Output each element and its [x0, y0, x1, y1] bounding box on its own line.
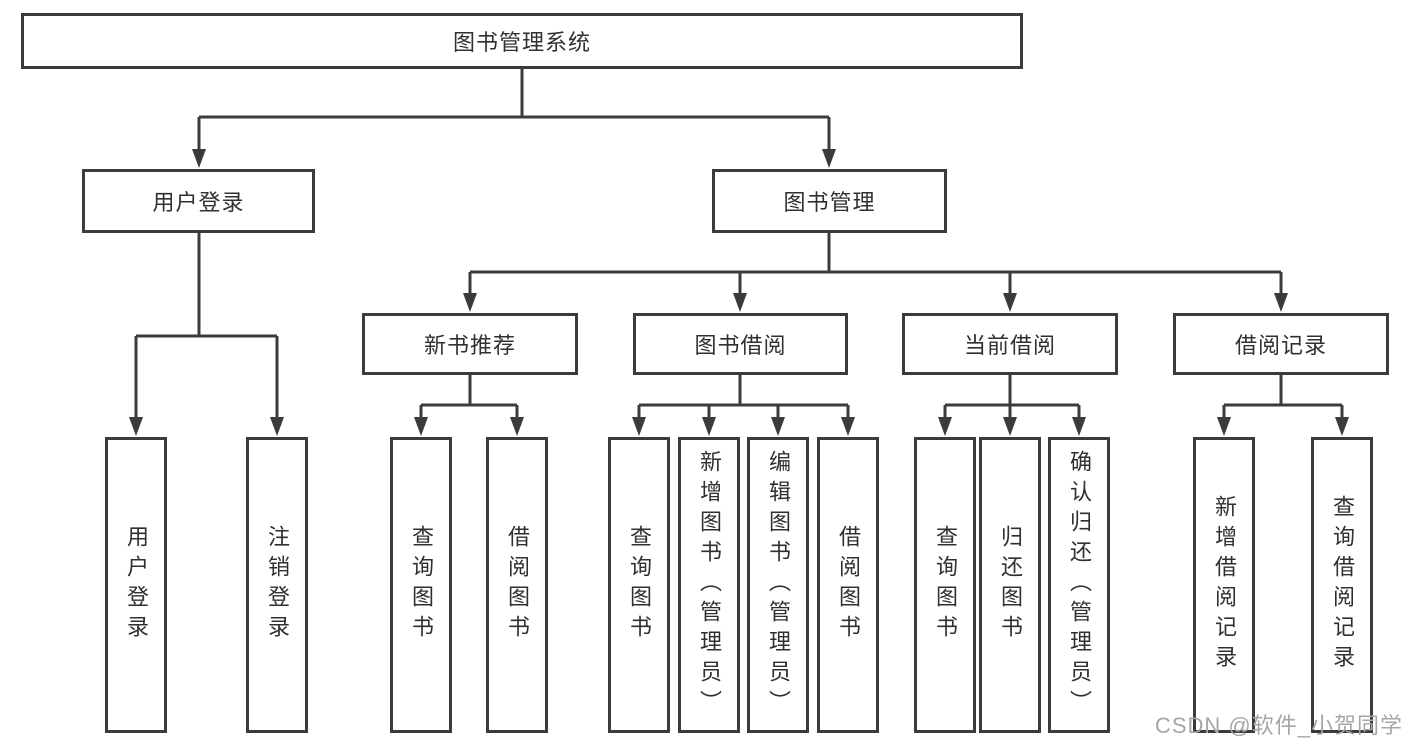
arrowheads: [129, 149, 1349, 436]
node-label: 图书借阅: [694, 333, 787, 358]
leaf-label: 新增图书（管理员）: [697, 450, 722, 720]
node-label: 当前借阅: [963, 333, 1056, 358]
leaf-query-books: 查询图书: [390, 437, 452, 733]
node-user-login: 用户登录: [82, 169, 315, 233]
leaf-label: 查询图书: [933, 525, 958, 645]
node-new-book-recommendation: 新书推荐: [362, 313, 578, 375]
leaf-label: 借阅图书: [505, 525, 530, 645]
leaf-user-login: 用户登录: [105, 437, 167, 733]
leaf-query-books: 查询图书: [914, 437, 976, 733]
leaf-add-borrow-record: 新增借阅记录: [1193, 437, 1255, 733]
leaf-logout: 注销登录: [246, 437, 308, 733]
node-label: 图书管理: [783, 190, 876, 215]
leaf-edit-book-admin: 编辑图书（管理员）: [747, 437, 809, 733]
node-current-borrowing: 当前借阅: [902, 313, 1118, 375]
leaf-label: 编辑图书（管理员）: [766, 450, 791, 720]
leaf-query-books: 查询图书: [608, 437, 670, 733]
node-label: 借阅记录: [1234, 333, 1327, 358]
leaf-add-book-admin: 新增图书（管理员）: [678, 437, 740, 733]
leaf-borrow-books: 借阅图书: [817, 437, 879, 733]
node-book-management: 图书管理: [712, 169, 947, 233]
leaf-label: 新增借阅记录: [1212, 495, 1237, 675]
leaf-label: 注销登录: [265, 525, 290, 645]
connector-rails: [134, 67, 1344, 420]
node-borrowing-records: 借阅记录: [1173, 313, 1389, 375]
leaf-label: 借阅图书: [836, 525, 861, 645]
leaf-query-borrow-record: 查询借阅记录: [1311, 437, 1373, 733]
node-label: 用户登录: [152, 190, 245, 215]
leaf-borrow-books: 借阅图书: [486, 437, 548, 733]
leaf-label: 确认归还（管理员）: [1067, 450, 1092, 720]
leaf-label: 用户登录: [124, 525, 149, 645]
leaf-label: 归还图书: [998, 525, 1023, 645]
leaf-confirm-return-admin: 确认归还（管理员）: [1048, 437, 1110, 733]
leaf-return-book: 归还图书: [979, 437, 1041, 733]
leaf-label: 查询借阅记录: [1330, 495, 1355, 675]
leaf-label: 查询图书: [627, 525, 652, 645]
leaf-label: 查询图书: [409, 525, 434, 645]
node-library-management-system: 图书管理系统: [21, 13, 1023, 69]
node-label: 图书管理系统: [452, 30, 591, 55]
watermark: CSDN @软件_小贺同学: [1154, 713, 1403, 738]
node-label: 新书推荐: [423, 333, 516, 358]
node-book-borrowing: 图书借阅: [633, 313, 848, 375]
